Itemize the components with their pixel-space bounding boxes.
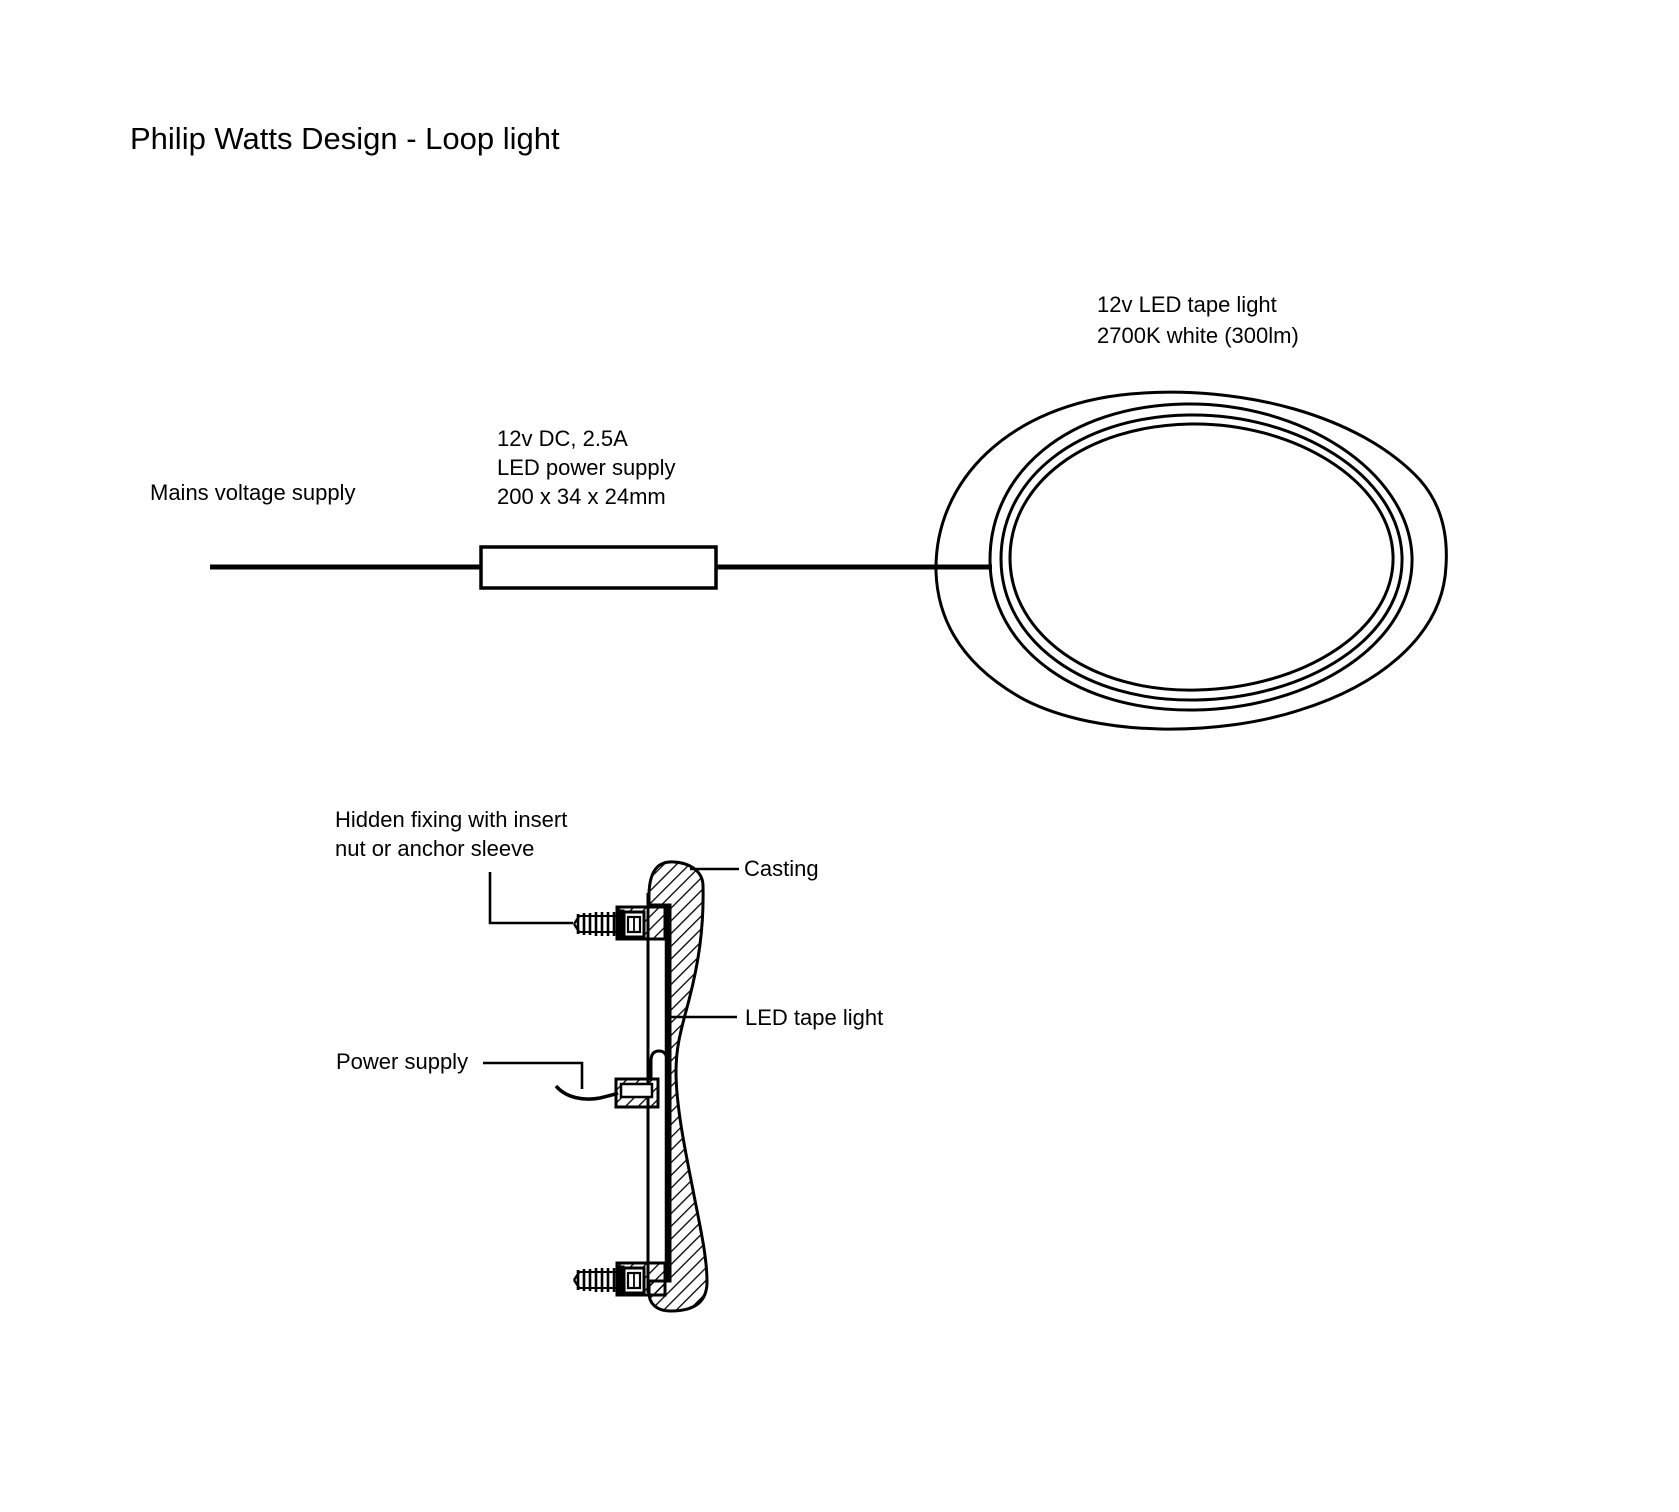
psu-spec-line-1: 12v DC, 2.5A <box>497 426 628 451</box>
leader-hidden-fixing <box>488 872 573 925</box>
led-tape-spec-label: 12v LED tape light 2700K white (300lm) <box>1097 289 1299 351</box>
mains-voltage-label: Mains voltage supply <box>150 480 356 505</box>
tape-spec-line-1: 12v LED tape light <box>1097 292 1277 317</box>
psu-spec-line-3: 200 x 34 x 24mm <box>497 484 666 509</box>
power-supply-label: Power supply <box>336 1049 469 1074</box>
tape-ring-outer <box>988 402 1414 712</box>
leader-power-supply <box>483 1061 584 1089</box>
tape-feed-hook <box>649 1049 669 1079</box>
power-connector <box>554 1049 669 1109</box>
tape-ring-middle <box>999 413 1404 702</box>
section-detail-drawing <box>483 860 739 1313</box>
bottom-screw <box>573 1265 646 1295</box>
fixing-line-2: nut or anchor sleeve <box>335 836 535 861</box>
drawing-title: Philip Watts Design - Loop light <box>130 121 560 156</box>
power-supply-spec-label: 12v DC, 2.5A LED power supply 200 x 34 x… <box>497 424 676 511</box>
fixing-line-1: Hidden fixing with insert <box>335 807 568 832</box>
power-supply-box <box>479 545 718 590</box>
casting-label: Casting <box>744 856 819 881</box>
psu-spec-line-2: LED power supply <box>497 455 676 480</box>
wiring-schematic <box>210 390 1448 731</box>
top-screw <box>573 909 646 939</box>
casting-section <box>647 860 709 1313</box>
tape-spec-line-2: 2700K white (300lm) <box>1097 323 1299 348</box>
led-tape-light-label: LED tape light <box>745 1005 884 1030</box>
loop-outer-ring <box>934 390 1448 731</box>
power-cable <box>554 1084 619 1101</box>
hidden-fixing-label: Hidden fixing with insert nut or anchor … <box>335 805 567 863</box>
tape-ring-inner <box>1008 422 1395 692</box>
